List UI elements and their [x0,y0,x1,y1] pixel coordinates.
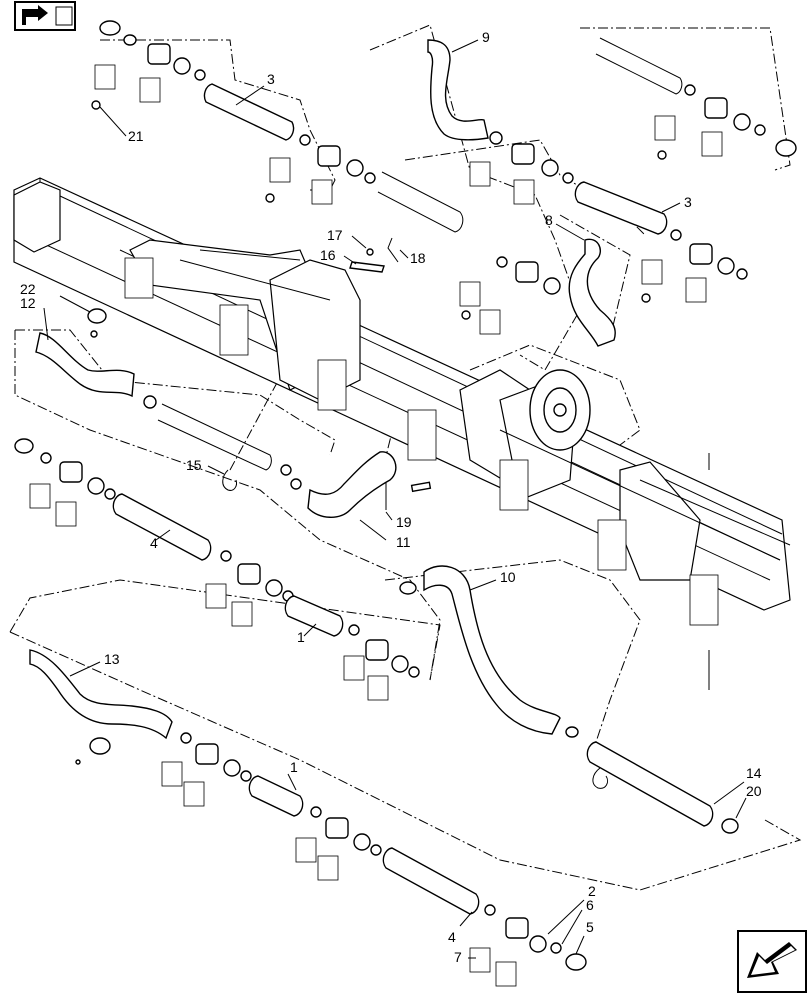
leader-15 [207,465,225,475]
leader-19 [385,511,393,521]
callout-1a: 1 [297,629,305,645]
arrow-right-icon [16,3,74,29]
middle-left-tube-row [14,438,420,701]
group-outline-nine [369,24,581,371]
top-left-tube-row [91,20,464,233]
callout-7: 7 [454,949,462,965]
center-tube-row [459,256,561,335]
callout-18: 18 [410,250,426,266]
leader-20 [735,797,747,819]
callout-5: 5 [586,919,594,935]
group-outline-bottom-long [9,631,802,891]
group-outline-hose-ten [384,559,641,761]
callout-8: 8 [545,212,553,228]
hose-part-8 [568,238,616,347]
callout-1b: 1 [290,759,298,775]
hose-part-11 [307,451,397,518]
top-right-tube-row [469,37,797,303]
previous-page-button[interactable] [14,1,76,31]
callout-20: 20 [746,783,762,799]
callout-3a: 3 [267,71,275,87]
ring-part-10 [399,581,417,595]
bottom-tube-row [29,649,587,987]
callout-13: 13 [104,651,120,667]
leader-10 [469,579,497,591]
callout-3b: 3 [684,194,692,210]
leader-11 [359,519,387,541]
callout-17: 17 [327,227,343,243]
callout-21: 21 [128,128,144,144]
callout-4a: 4 [150,535,158,551]
group-outline-left-row [15,329,336,456]
callout-16: 16 [320,247,336,263]
callout-22: 22 [20,281,36,297]
clip-part-14a [592,767,609,789]
leader-14 [713,781,745,805]
leader-8 [555,223,585,241]
ring-part-20 [721,818,739,834]
tube-part-14 [586,741,714,827]
fittings-16-17-18 [343,235,409,273]
group-outline-left-lower [14,330,441,681]
group-outline-top-right-upper [580,27,791,171]
group-outline-top-left [100,39,336,191]
callout-4b: 4 [448,929,456,945]
callout-15: 15 [186,457,202,473]
hose-part-10 [423,565,561,735]
callout-6: 6 [586,897,594,913]
group-outline-bottom [9,579,441,681]
callout-2: 2 [588,883,596,899]
callout-14: 14 [746,765,762,781]
callout-12: 12 [20,295,36,311]
leader-9 [451,39,479,53]
callout-10: 10 [500,569,516,585]
left-tube-row [35,295,302,490]
clip-part-15 [222,469,237,491]
main-toolbar-frame [13,177,791,611]
callout-11: 11 [396,534,411,550]
callout-9: 9 [482,29,490,45]
hose-part-9 [427,39,489,141]
ring-part-10b [565,726,579,738]
callout-19: 19 [396,514,412,530]
frame-mount-brackets [124,257,719,690]
arrow-back-icon [739,932,805,991]
small-bracket-19 [410,481,432,493]
next-page-button[interactable] [737,930,807,993]
